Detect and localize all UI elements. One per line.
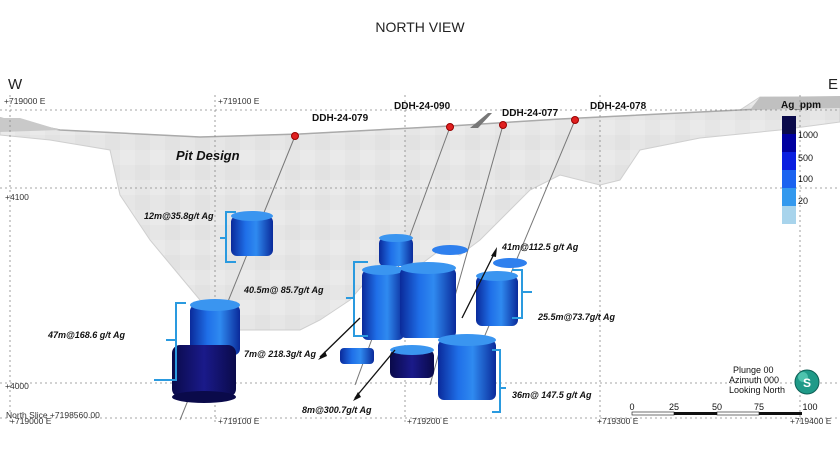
easting-top-1: +719000 E: [4, 96, 46, 106]
intercept-label-4: 7m@ 218.3g/t Ag: [244, 349, 316, 359]
view-title: NORTH VIEW: [375, 19, 465, 35]
intercept-label-7: 25.5m@73.7g/t Ag: [537, 312, 615, 322]
intercept-label-2: 40.5m@ 85.7g/t Ag: [243, 285, 324, 295]
east-label: E: [828, 76, 839, 93]
intercept-label-5: 8m@300.7g/t Ag: [302, 405, 372, 415]
hole-label-090: DDH-24-090: [394, 101, 451, 112]
arrows: [319, 251, 496, 399]
compass-icon: S: [794, 369, 820, 395]
legend-value-500: 500: [798, 153, 813, 163]
legend-value-20: 20: [798, 196, 808, 206]
legend-value-1000: 1000: [798, 130, 818, 140]
collar-078: [571, 116, 579, 124]
legend: Ag_ppm 1000 500 100 20: [781, 100, 821, 224]
elevation-label-4100: +4100: [5, 192, 29, 202]
easting-bottom-1: +719000 E: [10, 416, 52, 426]
intercept-brackets: [154, 211, 532, 413]
legend-swatch: [782, 134, 796, 152]
slice-label: North Slice +7198560.00: [6, 410, 100, 420]
pit-design: [0, 96, 840, 341]
legend-title: Ag_ppm: [781, 100, 821, 111]
collar-079: [291, 132, 299, 140]
easting-bottom-3: +719200 E: [407, 416, 449, 426]
collar-090: [446, 123, 454, 131]
intercept-label-3: 47m@168.6 g/t Ag: [47, 330, 125, 340]
hole-label-079: DDH-24-079: [312, 113, 369, 124]
scale-label-25: 25: [669, 402, 679, 412]
legend-swatches: [782, 116, 796, 224]
scale-label-100: 100: [802, 402, 817, 412]
scale-label-50: 50: [712, 402, 722, 412]
elevation-label-4000: +4000: [5, 381, 29, 391]
pit-label: Pit Design: [176, 148, 240, 163]
intercept-label-1: 12m@35.8g/t Ag: [144, 211, 214, 221]
scale-label-0: 0: [629, 402, 634, 412]
looking-text: Looking North: [729, 385, 785, 395]
easting-top-2: +719100 E: [218, 96, 260, 106]
legend-swatch: [782, 188, 796, 206]
legend-value-100: 100: [798, 174, 813, 184]
easting-bottom-2: +719100 E: [218, 416, 260, 426]
legend-swatch: [782, 152, 796, 170]
collar-077: [499, 121, 507, 129]
scale-label-75: 75: [754, 402, 764, 412]
legend-swatch: [782, 170, 796, 188]
west-label: W: [8, 76, 23, 93]
hole-label-078: DDH-24-078: [590, 101, 647, 112]
azimuth-text: Azimuth 000: [729, 375, 779, 385]
hole-label-077: DDH-24-077: [502, 108, 559, 119]
scale-bar: 0 25 50 75 100: [629, 402, 818, 416]
easting-bottom-5: +719400 E: [790, 416, 832, 426]
legend-swatch: [782, 116, 796, 134]
legend-swatch: [782, 206, 796, 224]
intercept-label-8: 36m@ 147.5 g/t Ag: [512, 390, 592, 400]
intercept-label-6: 41m@112.5 g/t Ag: [501, 242, 579, 252]
compass-letter: S: [803, 376, 811, 390]
grade-shells: [172, 211, 527, 403]
easting-bottom-4: +719300 E: [597, 416, 639, 426]
plunge-text: Plunge 00: [733, 365, 774, 375]
